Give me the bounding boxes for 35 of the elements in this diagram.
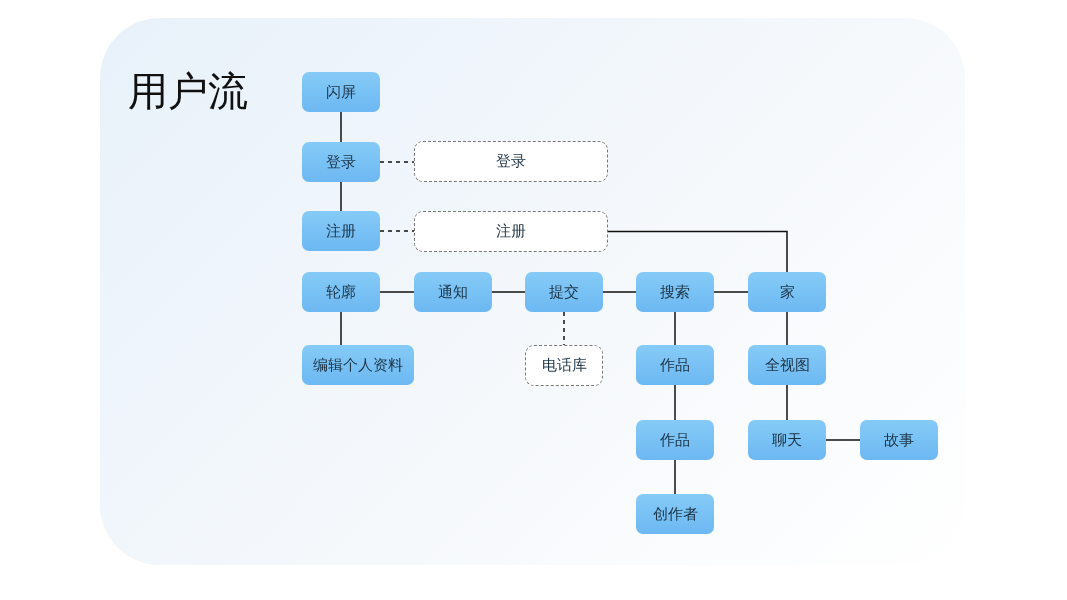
connector <box>674 384 676 421</box>
process-box: 轮廓 <box>302 272 380 312</box>
connector <box>379 291 415 293</box>
process-box: 搜索 <box>636 272 714 312</box>
process-box: 作品 <box>636 345 714 385</box>
process-box: 聊天 <box>748 420 826 460</box>
dashed-connector <box>379 230 415 232</box>
connector <box>825 439 861 441</box>
process-box: 通知 <box>414 272 492 312</box>
connector <box>602 291 637 293</box>
process-box: 编辑个人资料 <box>302 345 414 385</box>
connector <box>607 230 788 273</box>
process-box: 登录 <box>302 142 380 182</box>
process-box: 闪屏 <box>302 72 380 112</box>
connector <box>713 291 749 293</box>
connector <box>491 291 526 293</box>
dashed-box: 注册 <box>414 211 608 252</box>
process-box: 注册 <box>302 211 380 251</box>
process-box: 提交 <box>525 272 603 312</box>
process-box: 创作者 <box>636 494 714 534</box>
process-box: 作品 <box>636 420 714 460</box>
dashed-connector <box>379 161 415 163</box>
process-box: 全视图 <box>748 345 826 385</box>
connector <box>674 459 676 495</box>
connector <box>340 311 342 346</box>
connector <box>340 181 342 212</box>
process-box: 家 <box>748 272 826 312</box>
connector <box>340 111 342 143</box>
title: 用户流 <box>128 67 248 116</box>
connector <box>786 311 788 346</box>
process-box: 故事 <box>860 420 938 460</box>
dashed-box: 电话库 <box>525 345 603 386</box>
connector <box>786 384 788 421</box>
dashed-box: 登录 <box>414 141 608 182</box>
connector <box>674 311 676 346</box>
